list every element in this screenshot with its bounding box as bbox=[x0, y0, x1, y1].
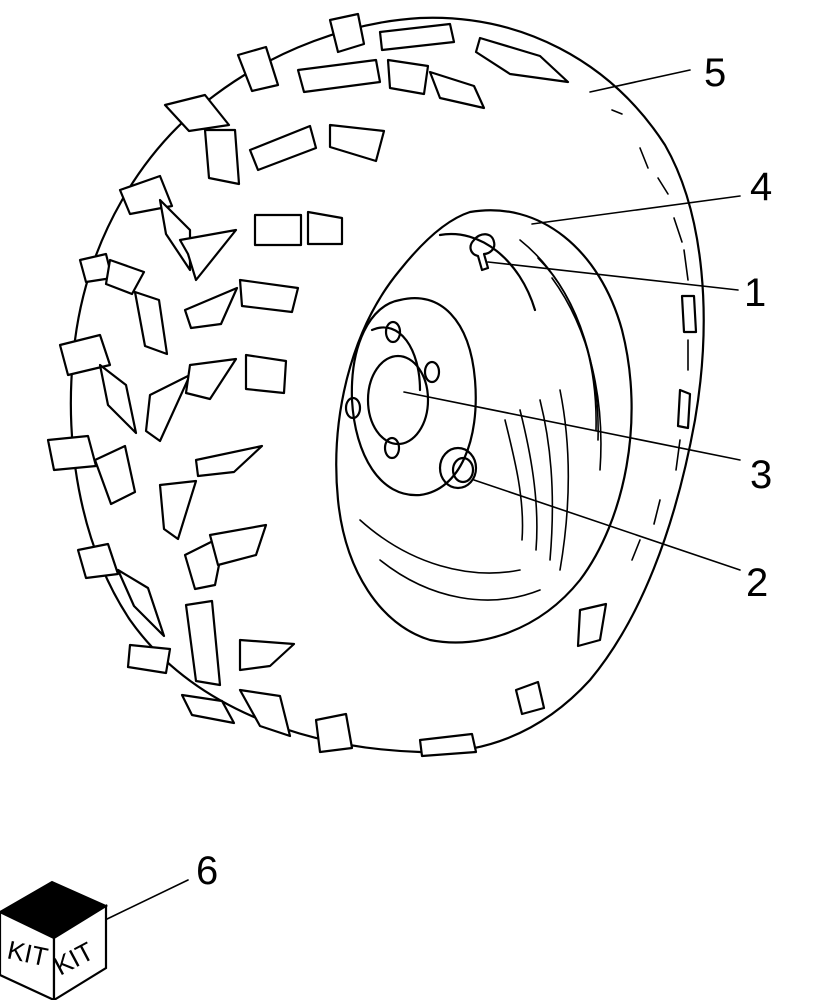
callout-2: 2 bbox=[746, 561, 768, 605]
callout-1: 1 bbox=[744, 271, 766, 315]
sidewall-marks bbox=[611, 109, 689, 561]
callout-3: 3 bbox=[750, 453, 772, 497]
callout-5: 5 bbox=[704, 51, 726, 95]
wheel-rim bbox=[335, 209, 633, 644]
callout-labels: 5 4 1 3 2 6 bbox=[196, 51, 772, 893]
callout-6: 6 bbox=[196, 849, 218, 893]
tread-lugs bbox=[46, 12, 698, 758]
hub-center bbox=[366, 354, 430, 446]
kit-box-icon: KIT KIT bbox=[0, 880, 109, 1000]
callout-4: 4 bbox=[750, 165, 772, 209]
tire-outline bbox=[69, 16, 705, 754]
tire-assembly bbox=[46, 12, 705, 758]
lug-nut bbox=[438, 446, 478, 490]
leader-lines bbox=[104, 69, 741, 921]
valve-stem bbox=[469, 233, 496, 272]
